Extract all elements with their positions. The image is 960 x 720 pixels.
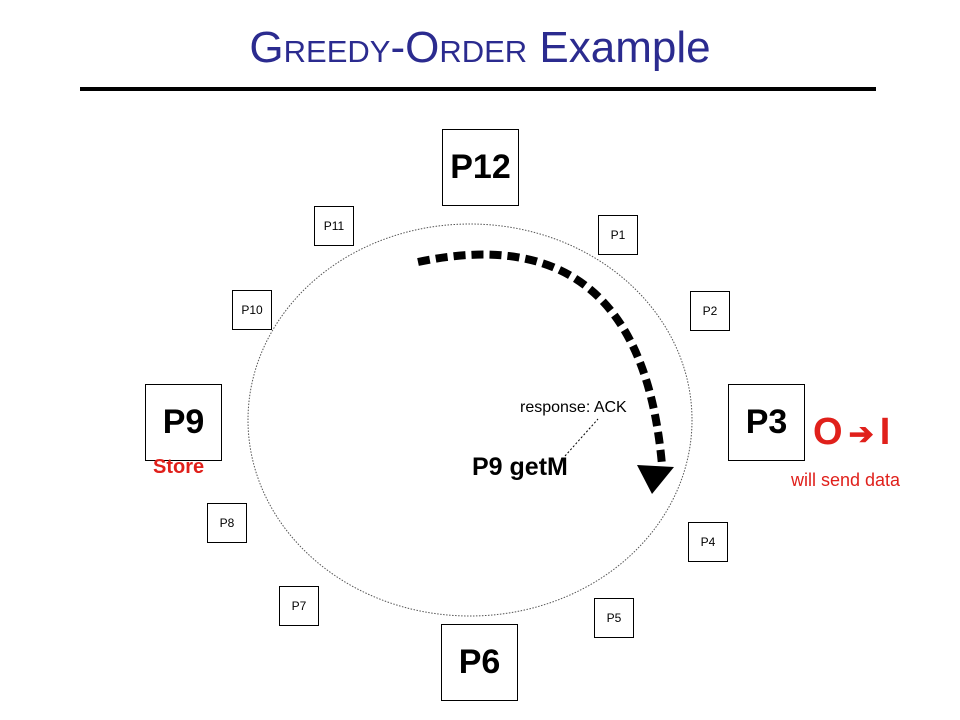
node-p2: P2 <box>690 291 730 331</box>
node-p1: P1 <box>598 215 638 255</box>
node-p6: P6 <box>441 624 518 701</box>
node-p5: P5 <box>594 598 634 638</box>
node-p8: P8 <box>207 503 247 543</box>
ring-ellipse <box>247 223 693 617</box>
response-leader-line <box>564 418 599 457</box>
response-label: response: ACK <box>520 399 627 416</box>
node-p7: P7 <box>279 586 319 626</box>
node-p9: P9 <box>145 384 222 461</box>
getm-label: P9 getM <box>472 453 568 481</box>
page-title: GREEDY-ORDER Example <box>249 23 711 72</box>
state-to: I <box>879 411 891 453</box>
token-path-arrow <box>417 250 666 466</box>
node-p12: P12 <box>442 129 519 206</box>
store-label: Store <box>153 456 205 478</box>
node-p10: P10 <box>232 290 272 330</box>
state-transition-label: O➔I <box>813 411 890 454</box>
will-send-data-label: will send data <box>791 470 901 490</box>
node-p3: P3 <box>728 384 805 461</box>
arrow-right-icon: ➔ <box>848 418 874 451</box>
title-underline <box>80 87 876 91</box>
state-from: O <box>813 411 843 453</box>
arrowhead <box>637 465 674 494</box>
node-p4: P4 <box>688 522 728 562</box>
node-p11: P11 <box>314 206 354 246</box>
